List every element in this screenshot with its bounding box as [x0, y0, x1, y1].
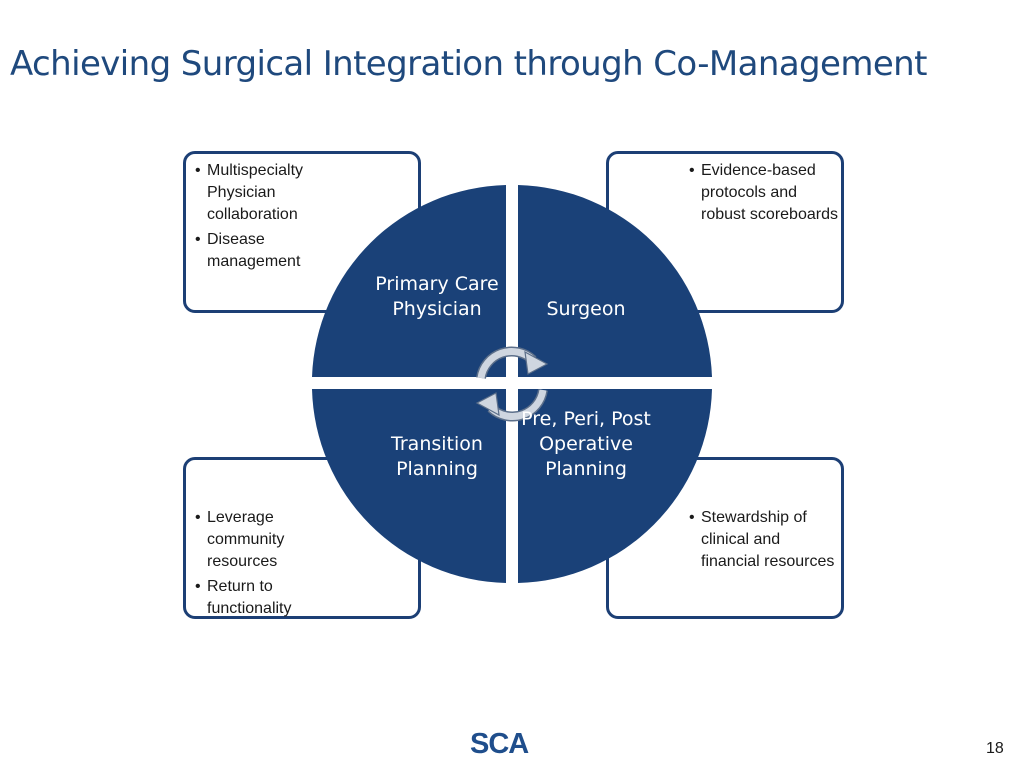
- quadrant-label-primary-care: Primary Care Physician: [375, 273, 499, 320]
- box-bottom-right-bullets: Stewardship of clinical and financial re…: [689, 507, 839, 576]
- circular-arrows-icon: [475, 346, 549, 422]
- quadrant-top-right: [518, 185, 712, 377]
- quadrant-top-left: [312, 185, 506, 377]
- sca-logo: SCA: [470, 728, 529, 760]
- page-number: 18: [986, 740, 1004, 757]
- quadrant-bottom-right: [518, 389, 712, 583]
- slide-title: Achieving Surgical Integration through C…: [10, 44, 927, 84]
- quadrant-label-surgeon: Surgeon: [546, 298, 626, 320]
- quadrant-label-transition: Transition Planning: [391, 433, 483, 480]
- box-top-right-bullets: Evidence-based protocols and robust scor…: [689, 160, 839, 229]
- bullet-item: Return to functionality: [195, 576, 345, 620]
- quadrant-bottom-left: [312, 389, 506, 583]
- box-top-left-bullets: Multispecialty Physician collaboration D…: [195, 160, 345, 276]
- bullet-item: Multispecialty Physician collaboration: [195, 160, 345, 226]
- bullet-item: Disease management: [195, 229, 345, 273]
- bullet-item: Leverage community resources: [195, 507, 345, 573]
- quadrant-label-operative: Pre, Peri, Post Operative Planning: [521, 408, 651, 480]
- bullet-item: Evidence-based protocols and robust scor…: [689, 160, 839, 226]
- box-bottom-left-bullets: Leverage community resources Return to f…: [195, 507, 345, 623]
- bullet-item: Stewardship of clinical and financial re…: [689, 507, 839, 573]
